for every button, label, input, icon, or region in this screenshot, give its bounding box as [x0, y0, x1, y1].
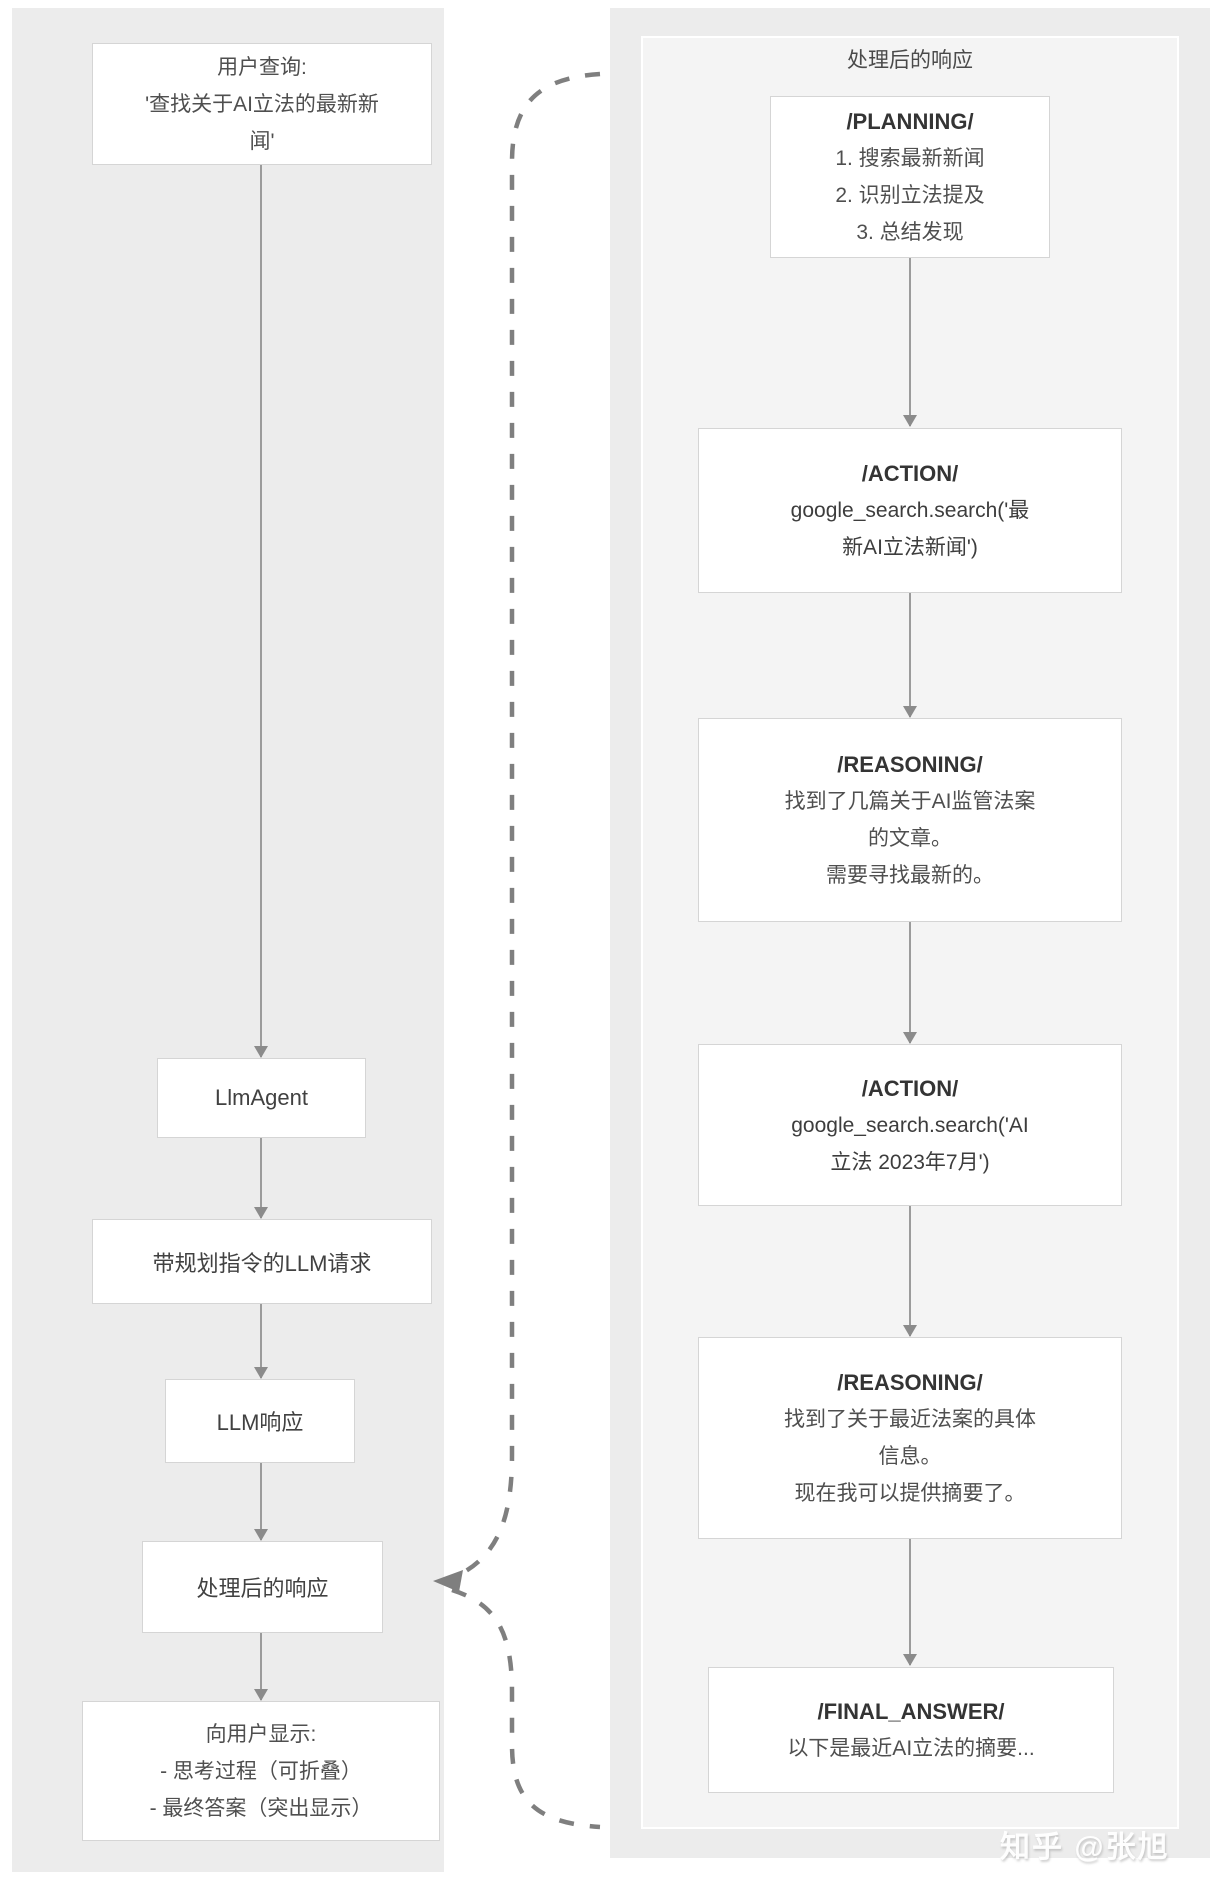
final-answer-text: 以下是最近AI立法的摘要...	[787, 1737, 1035, 1760]
llm-response-label: LLM响应	[216, 1410, 304, 1435]
node-action-2: /ACTION/ google_search.search('AI 立法 202…	[698, 1044, 1122, 1206]
node-reasoning-2: /REASONING/ 找到了关于最近法案的具体 信息。 现在我可以提供摘要了。	[698, 1337, 1122, 1539]
planning-header: /PLANNING/	[846, 109, 974, 134]
flow-arrow	[254, 1304, 268, 1379]
reasoning-2-text: 找到了关于最近法案的具体 信息。 现在我可以提供摘要了。	[784, 1408, 1036, 1505]
node-action-1: /ACTION/ google_search.search('最 新AI立法新闻…	[698, 428, 1122, 593]
flow-arrow	[254, 165, 268, 1058]
node-processed-response: 处理后的响应	[142, 1541, 383, 1633]
action-1-header: /ACTION/	[861, 461, 959, 486]
reasoning-1-header: /REASONING/	[837, 752, 983, 777]
flow-arrow	[903, 922, 917, 1044]
right-panel-title: 处理后的响应	[847, 49, 973, 72]
action-2-header: /ACTION/	[861, 1075, 959, 1101]
flow-arrow	[254, 1633, 268, 1701]
node-reasoning-1: /REASONING/ 找到了几篇关于AI监管法案 的文章。 需要寻找最新的。	[698, 718, 1122, 922]
node-llm-agent: LlmAgent	[157, 1058, 366, 1138]
reasoning-2-header: /REASONING/	[837, 1370, 983, 1395]
action-2-text: google_search.search('AI 立法 2023年7月')	[791, 1113, 1029, 1174]
reasoning-1-text: 找到了几篇关于AI监管法案 的文章。 需要寻找最新的。	[784, 790, 1036, 887]
flow-arrow	[903, 1206, 917, 1337]
node-planning: /PLANNING/ 1. 搜索最新新闻 2. 识别立法提及 3. 总结发现	[770, 96, 1050, 258]
node-llm-request: 带规划指令的LLM请求	[92, 1219, 432, 1304]
node-display-to-user: 向用户显示: - 思考过程（可折叠） - 最终答案（突出显示）	[82, 1701, 440, 1841]
processed-response-label: 处理后的响应	[196, 1576, 329, 1601]
planning-text: 1. 搜索最新新闻 2. 识别立法提及 3. 总结发现	[835, 147, 985, 244]
flow-arrow	[903, 258, 917, 427]
action-1-text: google_search.search('最 新AI立法新闻')	[790, 499, 1030, 559]
display-to-user-text: 向用户显示: - 思考过程（可折叠） - 最终答案（突出显示）	[149, 1722, 373, 1820]
llm-request-label: 带规划指令的LLM请求	[152, 1250, 372, 1276]
node-llm-response: LLM响应	[165, 1379, 355, 1463]
zhihu-watermark: 知乎 @张旭	[1000, 1831, 1170, 1864]
final-answer-header: /FINAL_ANSWER/	[817, 1699, 1005, 1724]
node-final-answer: /FINAL_ANSWER/ 以下是最近AI立法的摘要...	[708, 1667, 1114, 1793]
flow-arrow	[903, 1539, 917, 1666]
user-query-text: 用户查询: '查找关于AI立法的最新新 闻'	[145, 55, 379, 153]
flow-arrow	[254, 1138, 268, 1219]
flow-arrow	[903, 593, 917, 718]
flow-arrow	[254, 1463, 268, 1541]
node-user-query: 用户查询: '查找关于AI立法的最新新 闻'	[92, 43, 432, 165]
llm-agent-label: LlmAgent	[215, 1085, 308, 1110]
